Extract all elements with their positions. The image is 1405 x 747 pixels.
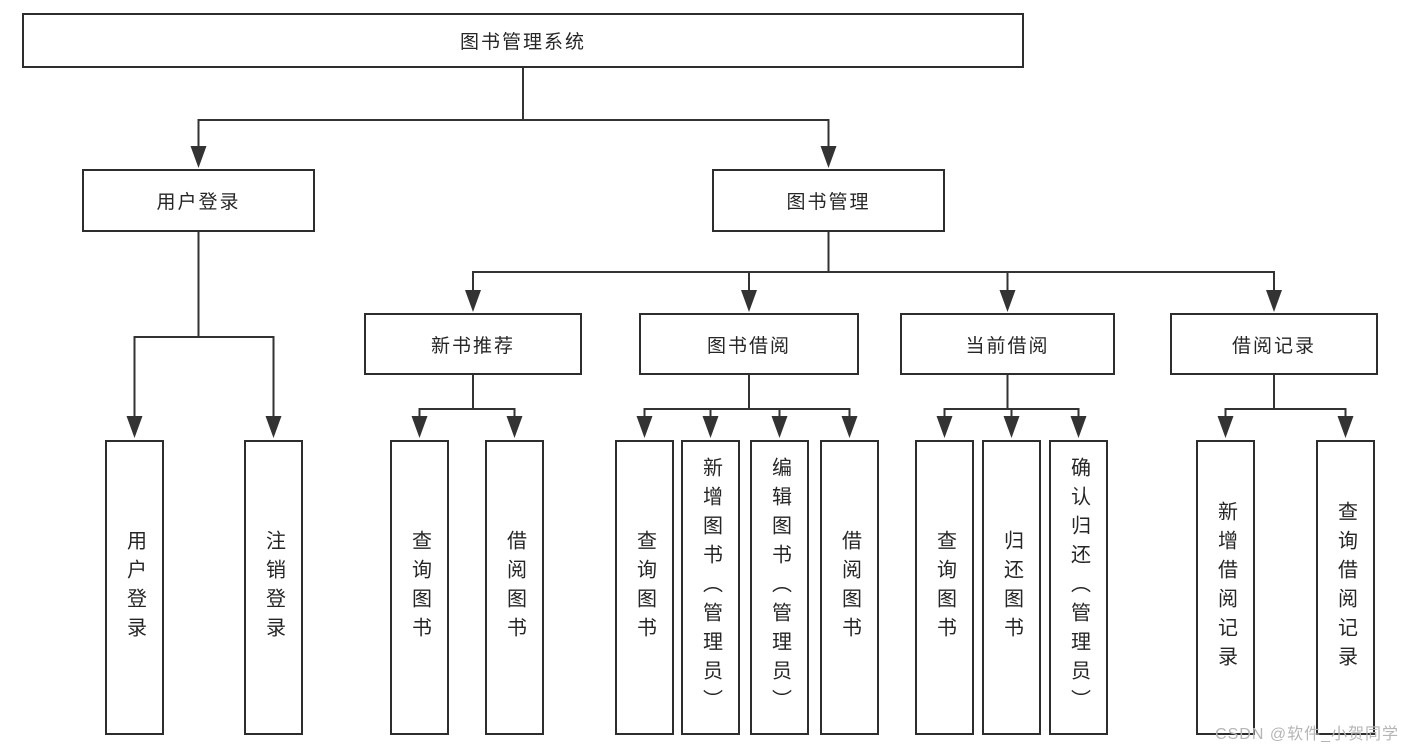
- node-book-management-branch: 图书管理: [712, 169, 945, 232]
- leaf-label: 查询图书: [933, 529, 956, 646]
- node-current-borrowing: 当前借阅: [900, 313, 1115, 375]
- leaf-bb-add-books-admin: 新增图书（管理员）: [681, 440, 740, 735]
- leaf-nb-borrow-books: 借阅图书: [485, 440, 544, 735]
- leaf-label: 归还图书: [1000, 529, 1023, 646]
- leaf-bb-borrow-books: 借阅图书: [820, 440, 879, 735]
- edge-user-login-to-leaves: [126, 232, 282, 438]
- leaf-br-add-borrow-record: 新增借阅记录: [1196, 440, 1255, 735]
- edge-book-borrow-to-leaves: [636, 375, 858, 438]
- node-borrowing-records: 借阅记录: [1170, 313, 1378, 375]
- edge-new-book-rec-to-leaves: [411, 375, 523, 438]
- csdn-watermark: CSDN @软件_小贺同学: [1215, 726, 1399, 743]
- edge-book-mgmt-to-groups: [465, 232, 1282, 312]
- node-new-book-recommend: 新书推荐: [364, 313, 582, 375]
- leaf-user-login: 用户登录: [105, 440, 164, 735]
- leaf-label: 新增图书（管理员）: [699, 457, 722, 718]
- leaf-label: 新增借阅记录: [1214, 500, 1237, 675]
- leaf-cb-return-books: 归还图书: [982, 440, 1041, 735]
- leaf-label: 确认归还（管理员）: [1067, 457, 1090, 718]
- node-library-management-system: 图书管理系统: [22, 13, 1024, 68]
- leaf-label: 借阅图书: [838, 529, 861, 646]
- leaf-br-query-borrow-record: 查询借阅记录: [1316, 440, 1375, 735]
- leaf-cb-confirm-return-admin: 确认归还（管理员）: [1049, 440, 1108, 735]
- leaf-label: 用户登录: [123, 529, 146, 646]
- edge-root-to-branches: [190, 68, 837, 168]
- node-book-borrowing: 图书借阅: [639, 313, 859, 375]
- leaf-nb-query-books: 查询图书: [390, 440, 449, 735]
- leaf-logout: 注销登录: [244, 440, 303, 735]
- leaf-label: 查询借阅记录: [1334, 500, 1357, 675]
- leaf-label: 查询图书: [633, 529, 656, 646]
- leaf-cb-query-books: 查询图书: [915, 440, 974, 735]
- leaf-bb-query-books: 查询图书: [615, 440, 674, 735]
- edge-current-borrow-to-leaves: [936, 375, 1087, 438]
- leaf-label: 编辑图书（管理员）: [768, 457, 791, 718]
- leaf-bb-edit-books-admin: 编辑图书（管理员）: [750, 440, 809, 735]
- node-user-login-branch: 用户登录: [82, 169, 315, 232]
- leaf-label: 注销登录: [262, 529, 285, 646]
- leaf-label: 借阅图书: [503, 529, 526, 646]
- leaf-label: 查询图书: [408, 529, 431, 646]
- edge-borrow-record-to-leaves: [1217, 375, 1354, 438]
